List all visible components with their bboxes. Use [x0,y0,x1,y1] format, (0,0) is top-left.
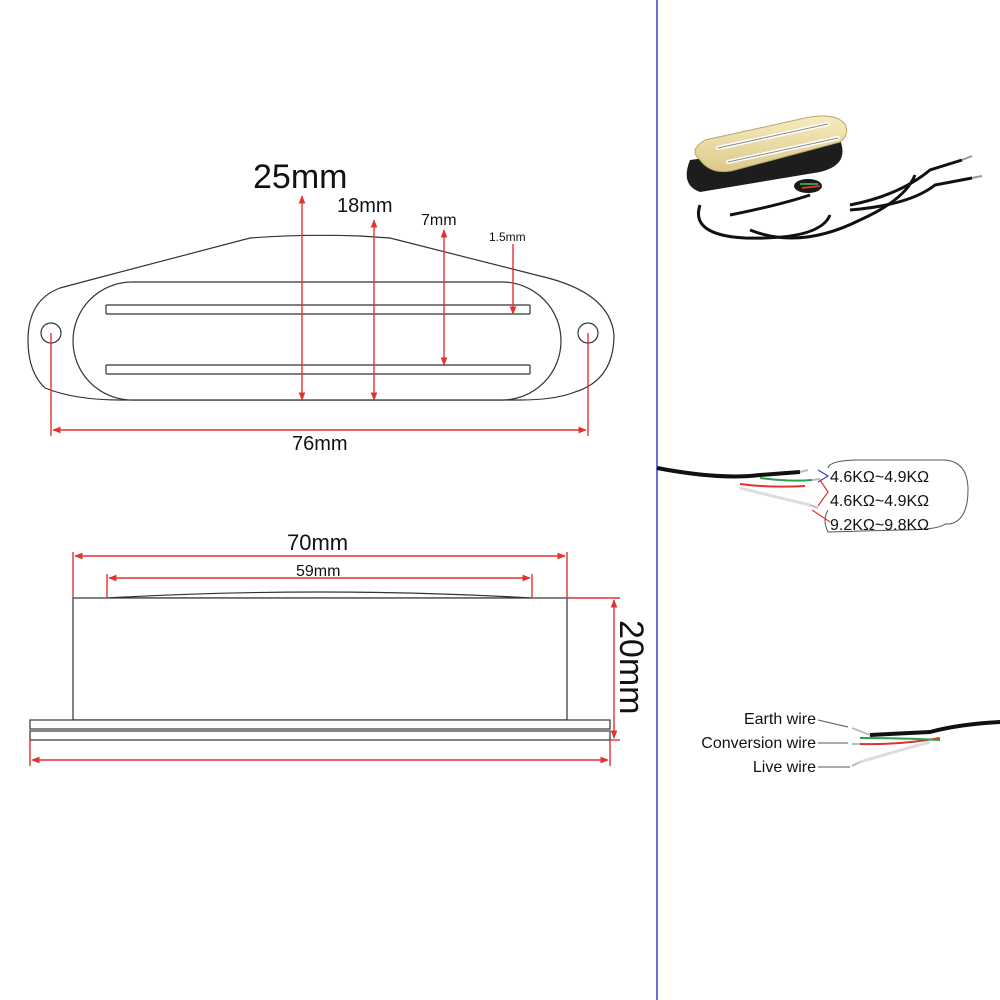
side-view-drawing [29,591,611,741]
cable-2 [849,176,973,212]
side-baseplate-top [29,719,611,730]
blade-rail-bottom [105,364,531,375]
side-view-dimensions [29,552,620,766]
earth-wire-label: Earth wire [744,711,816,728]
dim-height-cover: 18mm [337,195,393,217]
conversion-wire-label: Conversion wire [701,735,816,752]
dim-rail-length: 59mm [296,563,340,580]
side-cover-body [72,597,568,721]
blade-rail-top [105,304,531,315]
dim-rail-width: 1.5mm [489,230,526,244]
resistance-wire-detail [656,459,969,533]
resistance-value-1: 4.6KΩ~4.9KΩ [830,469,929,486]
resistance-value-2: 4.6KΩ~4.9KΩ [830,493,929,510]
top-view-drawing [27,234,615,401]
dim-height-total: 25mm [253,158,347,196]
dim-cover-length: 70mm [287,530,348,555]
bracket-blue [817,469,830,483]
bracket-red [817,479,829,507]
top-view-dimensions [50,195,589,436]
dim-height-side: 20mm [612,620,650,714]
wire-label-detail [817,719,1000,768]
cable-1 [849,158,963,207]
dim-length-total: 76mm [292,433,348,455]
dim-rail-spacing: 7mm [421,212,457,229]
side-baseplate-bottom [29,730,611,741]
resistance-value-3: 9.2KΩ~9.8KΩ [830,517,929,534]
callout-border [824,459,969,533]
pickup-cover [72,281,562,401]
side-rail-top [106,591,533,599]
live-wire-label: Live wire [753,759,816,776]
pickup-photo [686,115,983,240]
